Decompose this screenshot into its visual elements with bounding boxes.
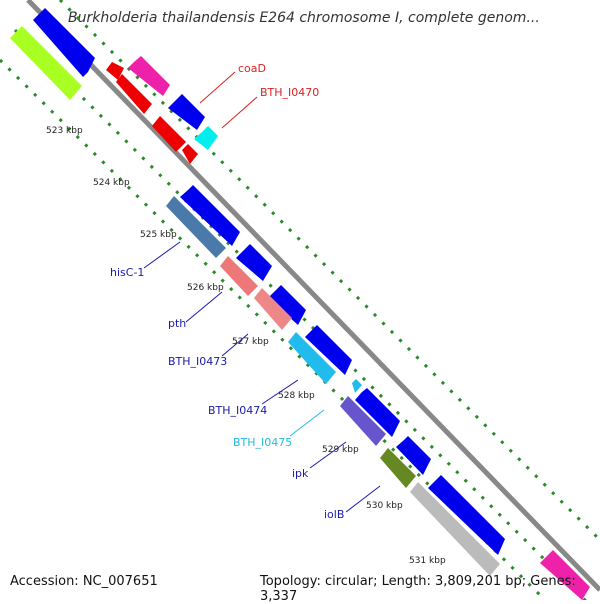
gene-label-coaD[interactable]: coaD bbox=[238, 62, 266, 75]
map-title: Burkholderia thailandensis E264 chromoso… bbox=[68, 10, 540, 26]
feature-blue-8 bbox=[396, 436, 431, 475]
feature-cyan-3 bbox=[288, 332, 336, 384]
label-leaders bbox=[143, 71, 381, 513]
accession-text: Accession: NC_007651 bbox=[10, 574, 158, 589]
feature-purple-1 bbox=[340, 396, 386, 446]
tick-label: 530 kbp bbox=[366, 501, 403, 511]
forward-strand-features bbox=[33, 8, 590, 600]
gene-label-iolB[interactable]: iolB bbox=[324, 508, 344, 521]
feature-olive-1 bbox=[380, 448, 416, 488]
gene-label-hisC-1[interactable]: hisC-1 bbox=[110, 266, 144, 279]
feature-blue-6 bbox=[305, 325, 352, 375]
gene-label-pth[interactable]: pth bbox=[168, 317, 186, 330]
tick-label: 531 kbp bbox=[409, 556, 446, 566]
gene-label-BTH_I0473[interactable]: BTH_I0473 bbox=[168, 355, 227, 368]
tick-label: 524 kbp bbox=[93, 178, 130, 188]
reverse-strand-features bbox=[10, 26, 500, 576]
tick-label: 527 kbp bbox=[232, 337, 269, 347]
feature-blue-9 bbox=[428, 475, 505, 555]
feature-magenta-2 bbox=[540, 550, 590, 600]
chromosome-backbone bbox=[26, 0, 600, 592]
feature-green-1 bbox=[10, 26, 82, 100]
gene-label-BTH_I0474[interactable]: BTH_I0474 bbox=[208, 404, 267, 417]
tick-label: 523 kbp bbox=[46, 126, 83, 136]
feature-blue-1 bbox=[33, 8, 95, 77]
feature-blue-4 bbox=[236, 244, 272, 281]
feature-cyan-1 bbox=[194, 126, 218, 150]
gene-labels: coaD BTH_I0470 hisC-1 pth BTH_I0473 BTH_… bbox=[110, 62, 344, 521]
tick-label: 525 kbp bbox=[140, 230, 177, 240]
gene-label-ipk[interactable]: ipk bbox=[292, 467, 309, 480]
feature-red-3 bbox=[152, 116, 186, 152]
feature-cyan-2 bbox=[352, 379, 362, 393]
tick-labels: 523 kbp 524 kbp 525 kbp 526 kbp 527 kbp … bbox=[46, 126, 446, 566]
gene-label-BTH_I0470[interactable]: BTH_I0470 bbox=[260, 86, 319, 99]
feature-blue-7 bbox=[355, 388, 400, 437]
tick-label: 526 kbp bbox=[187, 283, 224, 293]
feature-pink-2 bbox=[254, 288, 292, 330]
feature-blue-5 bbox=[268, 285, 306, 325]
feature-steelblue-1 bbox=[166, 196, 226, 258]
feature-red-2 bbox=[116, 74, 152, 114]
gene-label-BTH_I0475[interactable]: BTH_I0475 bbox=[233, 436, 292, 449]
feature-red-4 bbox=[182, 144, 198, 164]
tick-label: 528 kbp bbox=[278, 391, 315, 401]
feature-blue-3 bbox=[180, 185, 240, 246]
feature-pink-1 bbox=[220, 256, 258, 296]
feature-red-1 bbox=[106, 62, 124, 80]
feature-magenta-1 bbox=[128, 56, 170, 96]
feature-gray-1 bbox=[410, 482, 500, 576]
tick-label: 529 kbp bbox=[322, 445, 359, 455]
feature-blue-2 bbox=[168, 94, 205, 130]
